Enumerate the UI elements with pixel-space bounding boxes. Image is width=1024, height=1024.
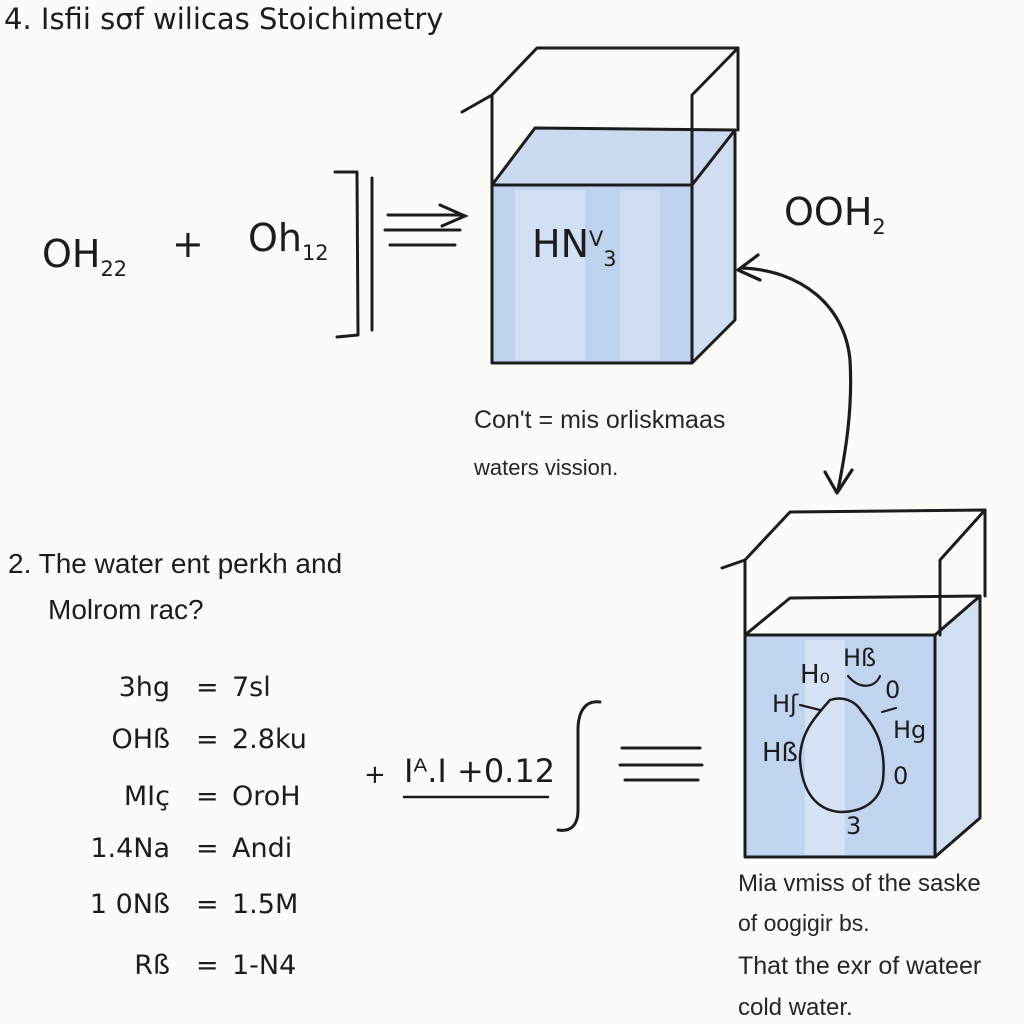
equation-right: 1.5M	[232, 889, 299, 920]
equation-left: Rß	[134, 950, 170, 981]
product-superscript: V	[589, 226, 604, 251]
equation-right: 2.8ku	[232, 724, 307, 755]
equals-sign: =	[196, 724, 219, 755]
reactant-two-subscript: 12	[302, 241, 329, 266]
reactant-two: Oh12	[248, 216, 329, 265]
equation-left: 1.4Na	[90, 833, 170, 864]
molecule-label: Hg	[893, 716, 927, 744]
equation-right: 1-N4	[232, 950, 297, 981]
middle-expression-prefix: +	[364, 760, 386, 790]
equation-row: Rß = 1-N4	[0, 950, 320, 984]
molecule-label: 0	[885, 676, 901, 704]
middle-expression: Iᴬ.I +0.12	[404, 752, 556, 790]
molecule-label: 0	[893, 762, 909, 790]
equation-row: 3hg = 7sl	[0, 672, 320, 706]
side-product-subscript: 2	[872, 215, 886, 240]
side-product: OOH2	[784, 190, 886, 239]
product-subscript: 3	[603, 247, 617, 272]
reaction-bracket	[333, 170, 374, 339]
question-line1: 2. The water ent perkh and	[8, 548, 343, 579]
equals-sign: =	[196, 781, 219, 812]
molecule-label: Hß	[843, 644, 877, 672]
molecule-label: 3	[846, 812, 862, 840]
caption-right-line2: of oogigir bs.	[738, 910, 870, 936]
equation-row: 1.4Na = Andi	[0, 833, 320, 867]
product-in-box: HNV3	[532, 222, 617, 271]
molecule-label: Hß	[762, 738, 798, 768]
equation-left: 1 0Nß	[89, 889, 170, 920]
side-product-base: OOH	[784, 190, 873, 234]
equation-row: 1 0Nß = 1.5M	[0, 889, 320, 923]
box-caption-line2: waters vission.	[474, 455, 619, 480]
reactant-one-base: OH	[42, 232, 101, 276]
page-title: 4. Isfii sσf wilicas Stoichimetry	[4, 2, 444, 36]
molecule-label: H₀	[800, 660, 830, 690]
equals-sign: =	[196, 950, 219, 981]
lower-bracket	[402, 700, 704, 832]
equation-right: 7sl	[232, 672, 271, 703]
equation-row: OHß = 2.8ku	[0, 724, 320, 758]
equation-right: Andi	[232, 833, 293, 864]
upper-box	[460, 46, 740, 365]
box-caption-line1: Con't = mis orliskmaas	[474, 406, 726, 434]
caption-right-line1: Mia vmiss of the saske	[738, 870, 981, 897]
question-line2: Molrom rac?	[48, 594, 204, 625]
equation-left: 3hg	[118, 672, 170, 703]
reactant-two-base: Oh	[248, 216, 302, 260]
equation-left: OHß	[111, 724, 170, 755]
plus-sign: +	[172, 222, 204, 266]
equals-sign: =	[196, 889, 219, 920]
equilibrium-arrow	[383, 203, 469, 247]
equation-right: OroH	[232, 781, 301, 812]
equation-row: MIç = OroH	[0, 781, 320, 815]
molecule-label: Hʃ	[772, 690, 799, 718]
lower-box	[720, 508, 987, 859]
reactant-one: OH22	[42, 232, 127, 281]
curved-arrow	[736, 253, 854, 495]
equals-sign: =	[196, 672, 219, 703]
caption-right-line4: cold water.	[738, 994, 853, 1021]
equals-sign: =	[196, 833, 219, 864]
product-base: HN	[532, 222, 589, 266]
caption-right-line3: That the exr of wateer	[738, 952, 982, 980]
equation-left: MIç	[123, 781, 170, 812]
reactant-one-subscript: 22	[100, 257, 128, 282]
